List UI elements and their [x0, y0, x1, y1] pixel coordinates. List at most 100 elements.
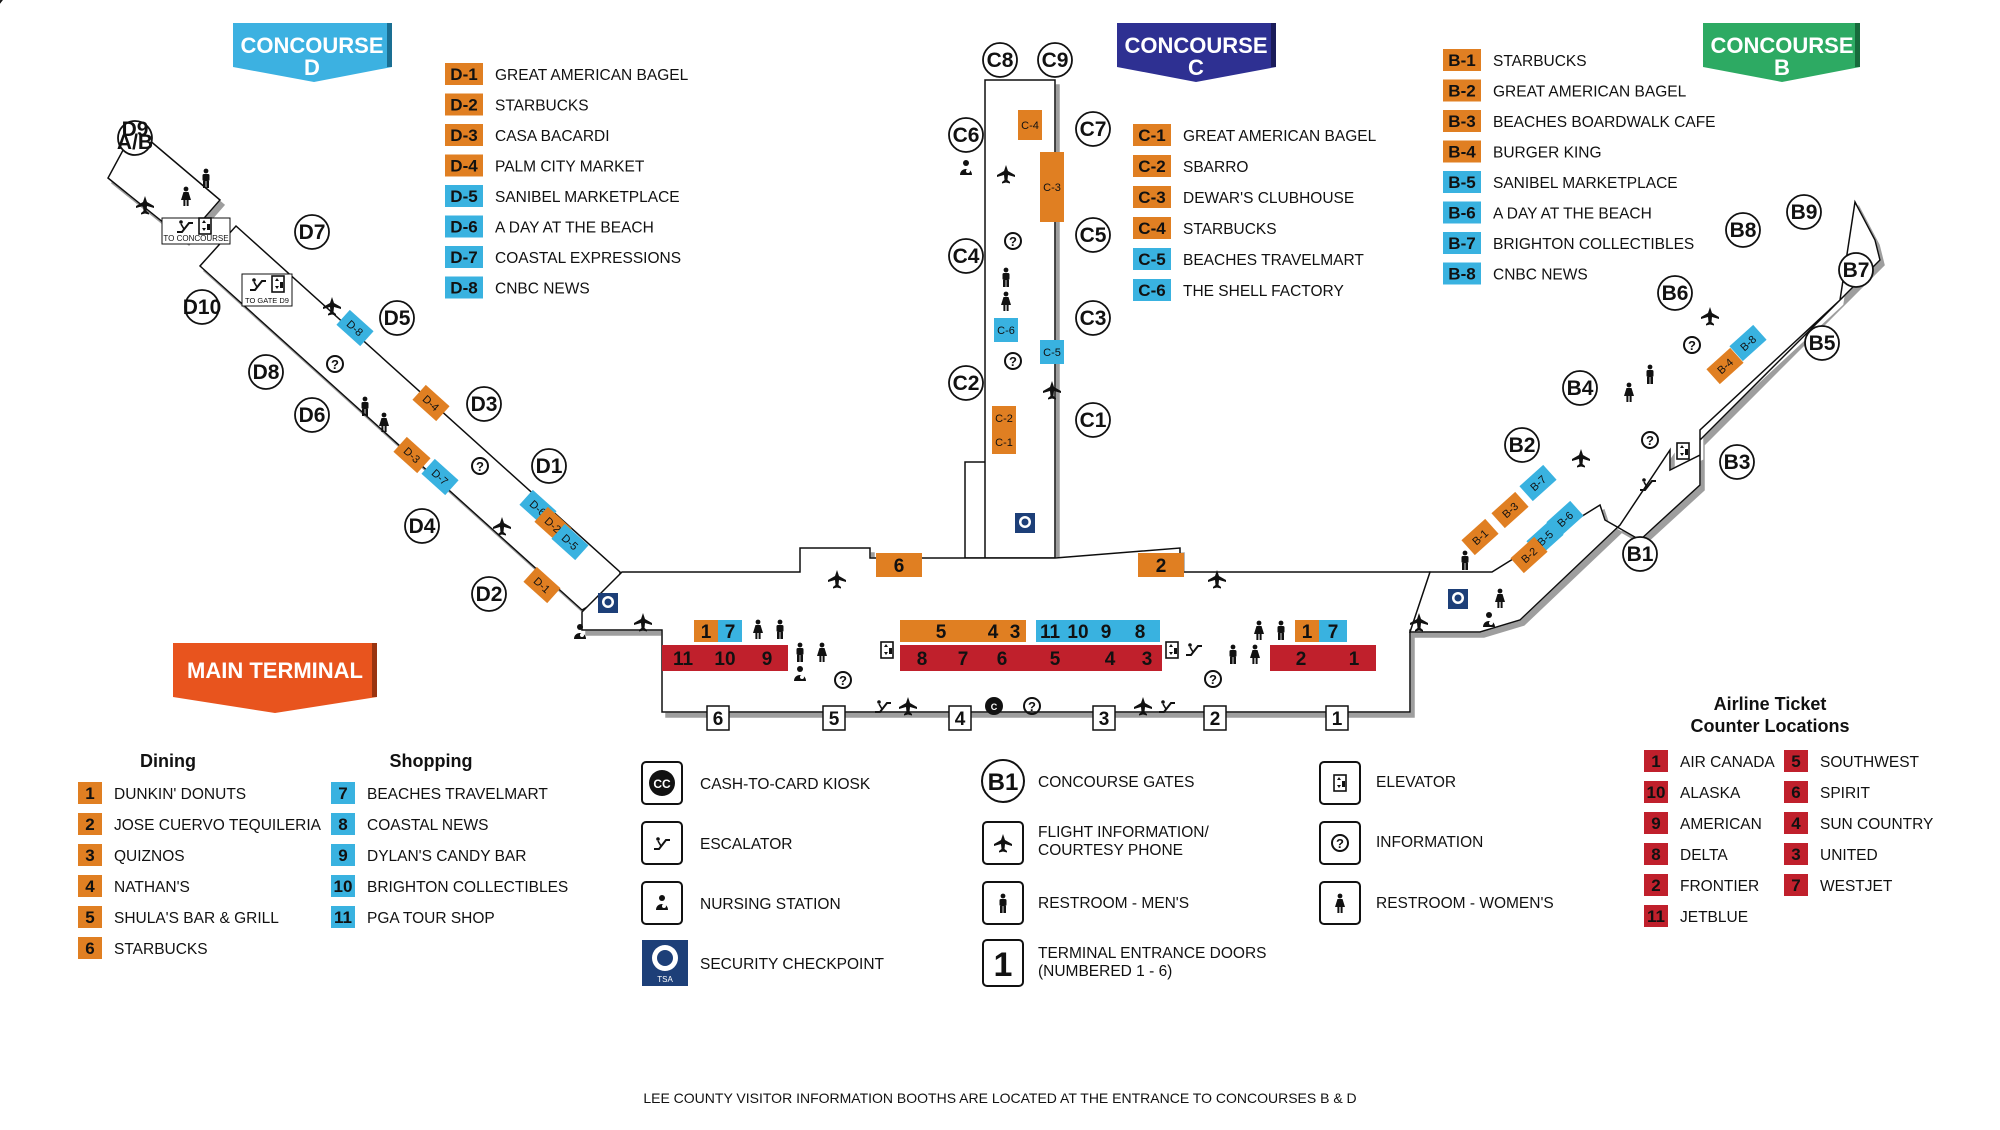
counter-number: 5 [1791, 752, 1800, 771]
terminal-tile-label: 4 [1105, 649, 1116, 670]
svg-text:MAIN TERMINAL: MAIN TERMINAL [187, 658, 363, 683]
gate-marker: D5 [379, 300, 415, 336]
concourse-d-tile: D-7 [421, 458, 459, 496]
to-gate-d9-sign: TO GATE D9 [241, 273, 293, 307]
terminal-tile-label: 9 [762, 649, 773, 670]
concession-code-badge [1443, 79, 1481, 102]
list-name: COASTAL NEWS [367, 817, 488, 834]
gate-marker: B2 [1504, 427, 1540, 463]
svg-text:CONCOURSE: CONCOURSE [1124, 33, 1267, 58]
svg-text:D: D [304, 55, 320, 80]
concession-code: D-7 [450, 248, 477, 267]
list-name: BEACHES TRAVELMART [367, 786, 548, 803]
list-number: 5 [85, 908, 94, 927]
gate-marker: C5 [1075, 217, 1111, 253]
legend-item-elevator: ELEVATOR [1319, 761, 1456, 805]
concession-code-badge [1133, 217, 1171, 239]
gate-label: B1 [1627, 543, 1654, 566]
airline-name: SOUTHWEST [1820, 754, 1920, 771]
entrance-number: 3 [1099, 709, 1110, 730]
concourse-b-tile: B-1 [1461, 518, 1499, 556]
cash-to-card-icon: C [985, 697, 1003, 715]
counter-number-badge [1644, 874, 1668, 896]
counter-number-badge [1784, 812, 1808, 834]
list-number-badge [331, 782, 355, 804]
counter-number: 2 [1651, 876, 1660, 895]
terminal-tile-label: 4 [988, 622, 999, 643]
airline-title-1: Airline Ticket [1714, 694, 1827, 714]
concession-code: B-5 [1448, 173, 1475, 192]
gate-label: B5 [1809, 332, 1836, 355]
svg-text:TERMINAL ENTRANCE DOORS: TERMINAL ENTRANCE DOORS [1038, 945, 1267, 962]
concourse-b-tile: B-4 [1706, 347, 1744, 385]
main-dining-tile: 3 [1004, 620, 1026, 643]
terminal-tile-label: 2 [1156, 556, 1167, 577]
shopping-header: Shopping [390, 751, 473, 771]
terminal-tile-label: 2 [1296, 649, 1307, 670]
gate-marker: D4 [404, 508, 440, 544]
svg-text:RESTROOM - MEN'S: RESTROOM - MEN'S [1038, 895, 1189, 912]
main-shopping-tile: 7 [718, 620, 742, 643]
terminal-tile-label: 3 [1142, 649, 1153, 670]
concession-code-badge [445, 124, 483, 146]
counter-number-badge [1644, 750, 1668, 772]
gate-label: C8 [987, 49, 1014, 72]
svg-text:SECURITY CHECKPOINT: SECURITY CHECKPOINT [700, 956, 885, 973]
main-dining-tile: 5 [900, 620, 982, 643]
concession-tile-label: C-2 [995, 413, 1013, 425]
concession-code: B-6 [1448, 204, 1475, 223]
gate-label: A/B [117, 131, 153, 154]
gate-marker: B9 [1786, 194, 1822, 230]
gate-marker: C8 [982, 42, 1018, 78]
airline-name: AIR CANADA [1680, 754, 1775, 771]
ticket-counter-tile: 10 [704, 645, 746, 671]
ticket-counter-tile: 7 [944, 645, 982, 671]
gate-label: C9 [1042, 49, 1069, 72]
main-dining-tile: 2 [1138, 553, 1184, 577]
concession-code: C-2 [1138, 157, 1165, 176]
information-icon [1641, 431, 1659, 449]
list-number: 6 [85, 939, 94, 958]
ticket-counter-tile: 5 [1022, 645, 1088, 671]
man-icon [1646, 364, 1654, 384]
concourse-d-tile: D-3 [393, 436, 431, 474]
concession-code: D-1 [450, 65, 477, 84]
legend-item-restroom-men: RESTROOM - MEN'S [982, 881, 1189, 925]
terminal-tile-label: 9 [1101, 622, 1112, 643]
gate-label: D7 [299, 221, 326, 244]
gate-label: B4 [1567, 377, 1594, 400]
tsa-seal-icon [1448, 589, 1468, 609]
visitor-info-note: LEE COUNTY VISITOR INFORMATION BOOTHS AR… [643, 1090, 1356, 1106]
concession-tile-label: C-4 [1021, 120, 1039, 132]
concourse-c-tile: C-2 [992, 406, 1016, 430]
gate-label: B7 [1843, 259, 1870, 282]
concession-code-badge [445, 246, 483, 268]
entrance-door: 1 [1325, 705, 1349, 731]
entrance-number: 6 [713, 709, 724, 730]
nursing-icon [960, 160, 972, 175]
svg-text:ESCALATOR: ESCALATOR [700, 836, 792, 853]
airplane-icon [1572, 449, 1590, 468]
entrance-door: 6 [706, 705, 730, 731]
cash-to-card-icon [649, 770, 675, 796]
gate-label: D4 [409, 515, 436, 538]
svg-text:C: C [1188, 55, 1204, 80]
gate-label: B3 [1724, 451, 1751, 474]
gate-label: D2 [476, 583, 503, 606]
concession-code: D-2 [450, 96, 477, 115]
concession-name: CNBC NEWS [1493, 267, 1588, 284]
list-number-badge [331, 875, 355, 897]
concession-code: C-4 [1138, 219, 1166, 238]
